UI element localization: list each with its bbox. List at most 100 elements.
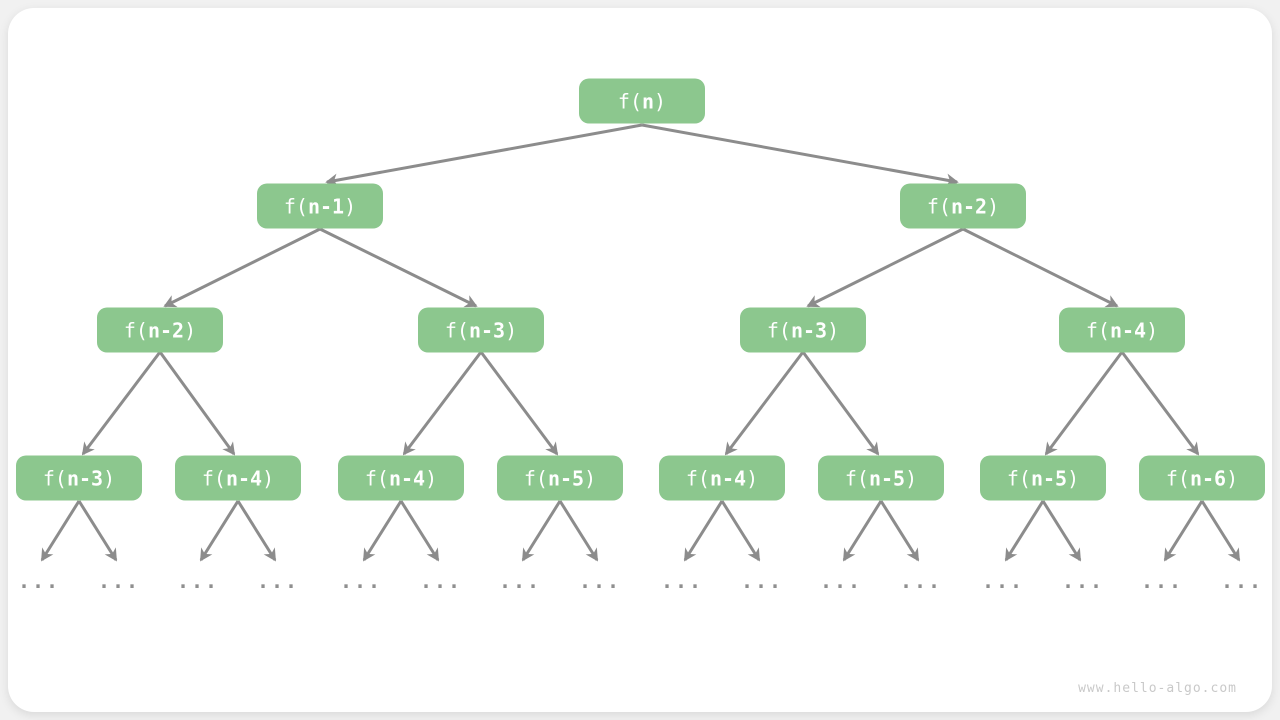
node-label: f( — [1165, 466, 1190, 490]
edge-arrow — [1120, 351, 1200, 456]
ellipsis: ... — [578, 569, 622, 593]
node-label: f( — [42, 466, 67, 490]
edge-arrow — [362, 500, 403, 562]
edge-arrow — [962, 227, 1119, 308]
node-arg: n-4 — [388, 466, 426, 490]
tree-node: f(n-2) — [97, 307, 223, 353]
tree-node: f(n-5) — [818, 455, 944, 501]
node-label: ) — [425, 466, 438, 490]
node-label: f( — [617, 89, 642, 113]
node-arg: n-5 — [868, 466, 906, 490]
edge-arrow — [402, 351, 483, 456]
tree-node: f(n-2) — [900, 183, 1026, 229]
ellipsis: ... — [97, 569, 141, 593]
edge-arrow — [558, 500, 599, 562]
node-label: ) — [1067, 466, 1080, 490]
tree-node: f(n-4) — [175, 455, 301, 501]
edge-arrow — [236, 500, 277, 562]
edge-arrow — [158, 351, 236, 456]
edge-arrow — [77, 500, 118, 562]
node-label: ) — [103, 466, 116, 490]
node-label: f( — [283, 194, 308, 218]
edge-arrow — [1004, 500, 1045, 562]
node-arg: n-3 — [468, 318, 506, 342]
watermark-text: www.hello-algo.com — [1078, 681, 1237, 696]
node-label: ) — [654, 89, 667, 113]
node-label: f( — [1085, 318, 1110, 342]
node-label: ) — [584, 466, 597, 490]
node-label: f( — [685, 466, 710, 490]
node-arg: n-5 — [1030, 466, 1068, 490]
node-arg: n-1 — [307, 194, 345, 218]
edge-arrow — [683, 500, 724, 562]
node-label: ) — [987, 194, 1000, 218]
edge-arrow — [879, 500, 920, 562]
ellipsis: ... — [1220, 569, 1264, 593]
ellipsis: ... — [339, 569, 383, 593]
edge-arrow — [1163, 500, 1204, 562]
ellipsis: ... — [419, 569, 463, 593]
edge-arrow — [399, 500, 440, 562]
edge-arrow — [641, 123, 959, 187]
node-arg: n-2 — [147, 318, 185, 342]
edge-arrow — [720, 500, 761, 562]
node-label: f( — [844, 466, 869, 490]
tree-node: f(n-1) — [257, 183, 383, 229]
edge-arrow — [81, 351, 162, 456]
node-arg: n-3 — [790, 318, 828, 342]
ellipsis: ... — [660, 569, 704, 593]
edge-arrow — [801, 351, 880, 456]
edge-arrow — [1044, 351, 1124, 456]
ellipsis: ... — [740, 569, 784, 593]
edge-arrow — [163, 227, 321, 308]
node-arg: n-4 — [709, 466, 747, 490]
tree-node-root: f(n) — [579, 78, 705, 124]
ellipsis: ... — [981, 569, 1025, 593]
tree-node: f(n-3) — [740, 307, 866, 353]
node-label: ) — [184, 318, 197, 342]
edge-arrow — [479, 351, 559, 456]
node-label: f( — [444, 318, 469, 342]
node-label: ) — [827, 318, 840, 342]
ellipsis: ... — [899, 569, 943, 593]
edge-arrow — [325, 123, 643, 187]
node-label: ) — [505, 318, 518, 342]
tree-node: f(n-5) — [497, 455, 623, 501]
edge-arrow — [806, 227, 964, 308]
ellipsis: ... — [17, 569, 61, 593]
edge-arrow — [40, 500, 81, 562]
node-arg: n-3 — [66, 466, 104, 490]
node-arg: n-2 — [950, 194, 988, 218]
edge-arrow — [319, 227, 478, 308]
node-label: f( — [123, 318, 148, 342]
tree-node: f(n-3) — [418, 307, 544, 353]
tree-node: f(n-6) — [1139, 455, 1265, 501]
node-arg: n-6 — [1189, 466, 1227, 490]
ellipsis: ... — [256, 569, 300, 593]
node-arg: n-4 — [225, 466, 263, 490]
ellipsis: ... — [819, 569, 863, 593]
ellipsis: ... — [176, 569, 220, 593]
tree-node: f(n-3) — [16, 455, 142, 501]
node-label: f( — [364, 466, 389, 490]
tree-node: f(n-4) — [1059, 307, 1185, 353]
ellipsis: ... — [498, 569, 542, 593]
edge-arrow — [842, 500, 883, 562]
tree-node: f(n-4) — [338, 455, 464, 501]
node-label: ) — [262, 466, 275, 490]
edge-arrow — [1200, 500, 1241, 562]
edge-arrow — [521, 500, 562, 562]
node-arg: n-4 — [1109, 318, 1147, 342]
node-arg: n-5 — [547, 466, 585, 490]
node-label: f( — [201, 466, 226, 490]
node-label: ) — [746, 466, 759, 490]
ellipsis: ... — [1140, 569, 1184, 593]
node-label: ) — [1226, 466, 1239, 490]
node-label: ) — [905, 466, 918, 490]
node-label: ) — [1146, 318, 1159, 342]
node-label: ) — [344, 194, 357, 218]
node-label: f( — [523, 466, 548, 490]
tree-node: f(n-4) — [659, 455, 785, 501]
tree-node: f(n-5) — [980, 455, 1106, 501]
